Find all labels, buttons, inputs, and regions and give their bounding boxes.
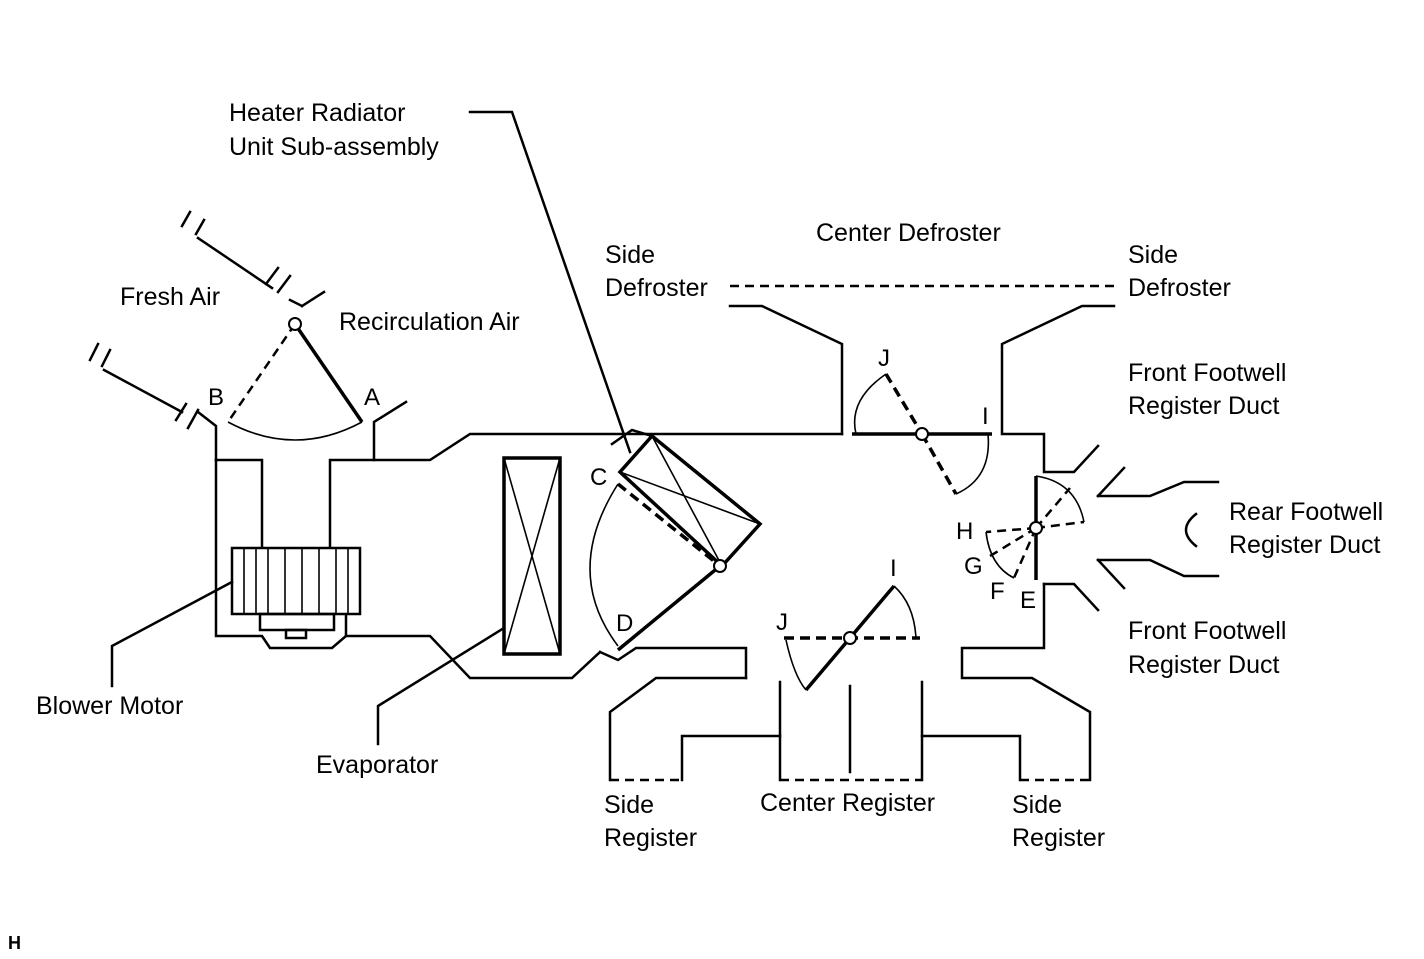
position-d-label: D: [616, 610, 633, 637]
position-i-defroster-label: I: [982, 403, 989, 430]
position-j-defroster-label: J: [878, 345, 890, 372]
side-defroster-right-label-1: Side: [1128, 241, 1178, 269]
air-mix-damper: [589, 482, 748, 680]
position-i-register-label: I: [890, 555, 897, 582]
register-damper: [784, 584, 920, 692]
fresh-air-label: Fresh Air: [120, 283, 220, 311]
register-outlets: [608, 676, 1090, 782]
footwell-outlets: [960, 466, 1220, 782]
leader-lines: [110, 110, 632, 746]
side-register-left-label-2: Register: [604, 824, 697, 852]
position-h-label: H: [956, 518, 973, 545]
blower-housing: [214, 400, 844, 680]
side-defroster-left-label-1: Side: [605, 241, 655, 269]
rear-footwell-label-2: Register Duct: [1229, 531, 1380, 559]
position-a-label: A: [364, 384, 380, 411]
evaporator: [502, 456, 562, 656]
fresh-air-inlet: [180, 210, 326, 308]
center-register-label: Center Register: [760, 789, 935, 817]
position-f-label: F: [990, 578, 1005, 605]
evaporator-label: Evaporator: [316, 751, 438, 779]
heater-radiator-label-1: Heater Radiator: [229, 99, 405, 127]
heater-radiator-label-2: Unit Sub-assembly: [229, 133, 439, 161]
side-register-right-label-1: Side: [1012, 791, 1062, 819]
position-j-register-label: J: [776, 609, 788, 636]
recirculation-air-label: Recirculation Air: [339, 308, 520, 336]
position-e-label: E: [1020, 587, 1036, 614]
fresh-recirc-damper: [226, 317, 364, 441]
center-defroster-label: Center Defroster: [816, 219, 1001, 247]
blower-motor-label: Blower Motor: [36, 692, 183, 720]
rear-footwell-label-1: Rear Footwell: [1229, 498, 1383, 526]
position-b-label: B: [208, 384, 224, 411]
position-g-label: G: [964, 553, 983, 580]
position-c-label: C: [590, 464, 607, 491]
figure-code: H: [8, 933, 21, 953]
front-footwell-upper-label-2: Register Duct: [1128, 392, 1279, 420]
front-footwell-lower-label-1: Front Footwell: [1128, 617, 1286, 645]
blower-motor: [230, 546, 362, 640]
defroster-damper: [852, 373, 992, 495]
foot-damper: [985, 475, 1085, 580]
side-register-left-label-1: Side: [604, 791, 654, 819]
side-register-right-label-2: Register: [1012, 824, 1105, 852]
recirculation-air-inlet: [88, 342, 218, 462]
defroster-outlets: [728, 284, 1116, 474]
side-defroster-left-label-2: Defroster: [605, 274, 708, 302]
side-defroster-right-label-2: Defroster: [1128, 274, 1231, 302]
front-footwell-lower-label-2: Register Duct: [1128, 651, 1279, 679]
front-footwell-upper-label-1: Front Footwell: [1128, 359, 1286, 387]
